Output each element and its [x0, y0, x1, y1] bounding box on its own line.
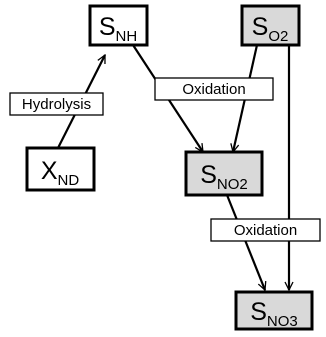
node-s-nh: SNH: [88, 4, 149, 47]
node-s-no3: SNO3: [234, 290, 314, 331]
edge-sno2-to-sno3: [225, 194, 265, 290]
node-s-no2-label: SNO2: [200, 161, 248, 193]
node-s-nh-box: [88, 4, 149, 47]
process-oxidation-2: Oxidation: [210, 218, 321, 242]
node-s-o2: SO2: [240, 4, 301, 47]
node-s-o2-box: [240, 4, 301, 47]
process-hydrolysis-box: [9, 92, 104, 116]
node-x-nd-box: [25, 146, 96, 192]
node-s-o2-label: SO2: [252, 13, 289, 45]
process-hydrolysis-label: Hydrolysis: [22, 96, 91, 113]
node-s-no2-box: [184, 150, 264, 197]
process-oxidation-1: Oxidation: [154, 77, 274, 101]
process-oxidation-2-box: [210, 218, 321, 242]
node-s-no3-box: [234, 290, 314, 331]
node-x-nd-label: XND: [41, 157, 80, 189]
node-x-nd: XND: [25, 146, 96, 192]
node-s-nh-label: SNH: [99, 13, 137, 45]
process-oxidation-2-label: Oxidation: [234, 222, 297, 239]
process-oxidation-1-box: [154, 77, 274, 101]
process-oxidation-1-label: Oxidation: [182, 81, 245, 98]
node-s-no3-label: SNO3: [250, 298, 298, 330]
node-s-no2: SNO2: [184, 150, 264, 197]
process-hydrolysis: Hydrolysis: [9, 92, 104, 116]
